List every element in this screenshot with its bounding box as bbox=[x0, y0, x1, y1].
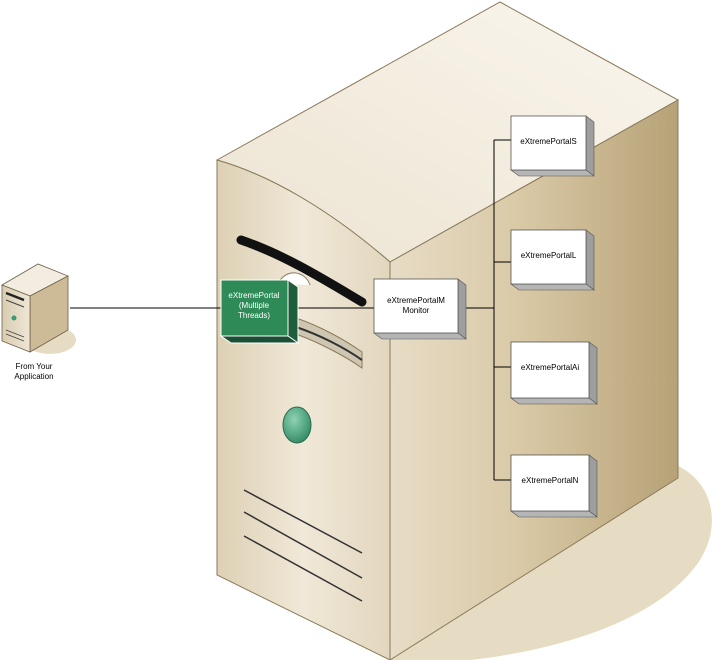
vent-line-2 bbox=[243, 511, 363, 579]
worker-node: eXtremePortalN bbox=[510, 454, 598, 518]
portal-node bbox=[219, 279, 300, 344]
client-slot-2 bbox=[5, 299, 25, 308]
client-slot bbox=[5, 291, 25, 302]
monitor-node bbox=[373, 278, 467, 340]
power-button bbox=[282, 406, 312, 444]
worker-node-label: eXtremePortalL bbox=[521, 251, 577, 260]
worker-node-face bbox=[510, 341, 590, 399]
worker-node-side bbox=[585, 115, 595, 177]
worker-node-bottom bbox=[510, 510, 598, 518]
worker-node-label: eXtremePortalS bbox=[520, 137, 576, 146]
client-power-icon bbox=[11, 315, 17, 321]
worker-node-bottom bbox=[510, 169, 595, 177]
worker-node-face bbox=[510, 115, 587, 171]
drive-bay-slot bbox=[236, 235, 367, 307]
worker-node: eXtremePortalS bbox=[510, 115, 595, 177]
worker-node-side bbox=[588, 341, 598, 405]
client-caption-line2: Application bbox=[14, 372, 53, 381]
worker-nodes: eXtremePortalS eXtremePortalL eXtremePorta… bbox=[510, 115, 598, 518]
worker-node-bottom bbox=[510, 397, 598, 405]
server-shadow bbox=[390, 460, 712, 660]
worker-node-label: eXtremePortalN bbox=[522, 476, 579, 485]
worker-node: eXtremePortalL bbox=[510, 229, 595, 291]
drive-bay-panel bbox=[295, 317, 363, 369]
monitor-label-line1: eXtremePortalM bbox=[387, 296, 445, 305]
vent-line-1 bbox=[243, 489, 363, 554]
portal-label-line3: Threads) bbox=[238, 311, 270, 320]
worker-node-face bbox=[510, 229, 587, 285]
worker-node-face bbox=[510, 454, 590, 512]
portal-label-line2: (Multiple bbox=[239, 301, 270, 310]
worker-node-bottom bbox=[510, 283, 595, 291]
worker-node-label: eXtremePortalAi bbox=[521, 363, 579, 372]
client-vent bbox=[5, 329, 25, 342]
client-caption-line1: From Your bbox=[16, 362, 53, 371]
worker-node-side bbox=[585, 229, 595, 291]
monitor-label-line2: Monitor bbox=[403, 306, 430, 315]
worker-node-side bbox=[588, 454, 598, 518]
vent-line-3 bbox=[243, 535, 363, 602]
portal-label-line1: eXtremePortal bbox=[228, 291, 279, 300]
drive-bay-line bbox=[295, 326, 363, 361]
worker-node: eXtremePortalAi bbox=[510, 341, 598, 405]
client-computer bbox=[1, 263, 76, 354]
